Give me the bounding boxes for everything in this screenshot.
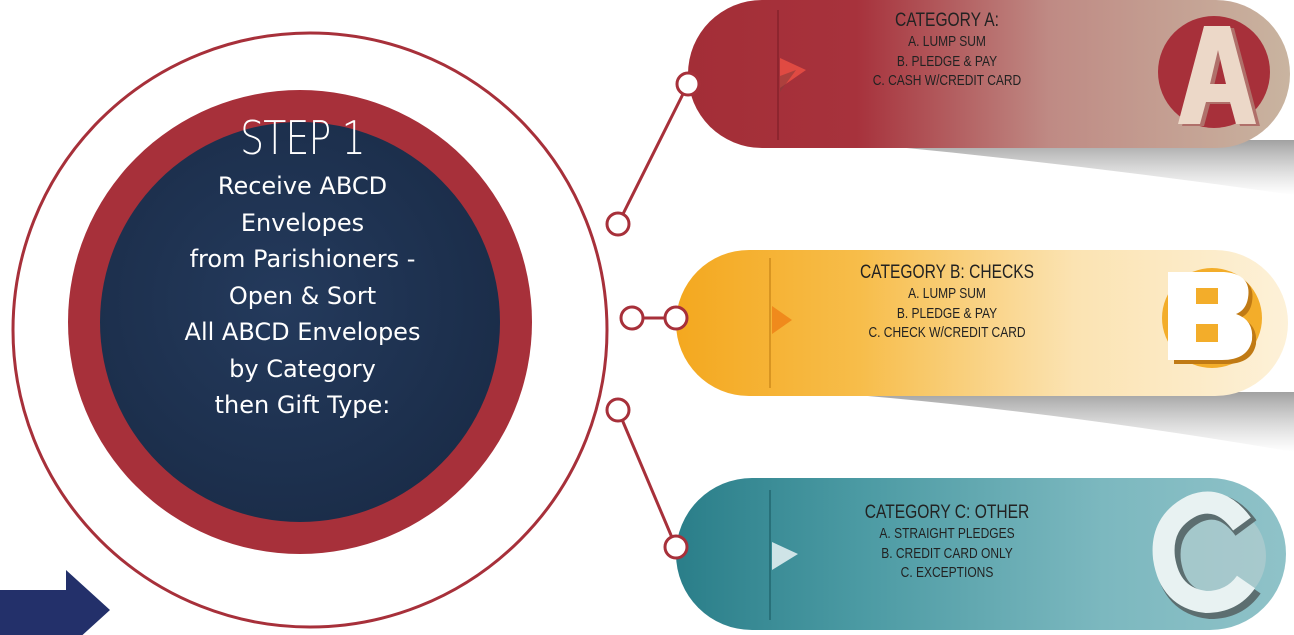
letter-b-icon [1162, 268, 1262, 368]
card-a [688, 0, 1290, 148]
card-markers [772, 58, 806, 570]
card-dividers [769, 10, 779, 620]
category-a-item-3: C. CASH W/CREDIT CARD [872, 72, 1022, 89]
category-a-title: CATEGORY A: [895, 10, 999, 31]
category-b-item-3: C. CHECK W/CREDIT CARD [868, 324, 1026, 341]
step-label: STEP 1 Receive ABCD Envelopes from Paris… [130, 108, 475, 424]
category-b-item-1: A. LUMP SUM [908, 285, 986, 302]
step-line-7: then Gift Type: [214, 391, 391, 419]
category-a-text: CATEGORY A: A. LUMP SUM B. PLEDGE & PAY … [812, 10, 1082, 91]
category-a-item-1: A. LUMP SUM [908, 33, 986, 50]
step-line-3: from Parishioners - [189, 245, 416, 273]
step-line-2: Envelopes [240, 208, 365, 237]
card-b-shadow [820, 392, 1294, 452]
letter-a-icon [1158, 16, 1270, 128]
arrow-right-icon [0, 570, 110, 635]
card-a-shadow [820, 140, 1294, 195]
card-b [676, 250, 1288, 396]
category-b-text: CATEGORY B: CHECKS A. LUMP SUM B. PLEDGE… [812, 262, 1082, 343]
category-c-item-3: C. EXCEPTIONS [900, 564, 994, 581]
category-a-item-2: B. PLEDGE & PAY [896, 52, 998, 70]
step-line-5: All ABCD Envelopes [184, 318, 421, 346]
category-c-title: CATEGORY C: OTHER [864, 502, 1030, 523]
outer-ring [11, 31, 609, 629]
category-b-title: CATEGORY B: CHECKS [859, 262, 1035, 283]
step-line-4: Open & Sort [228, 281, 377, 310]
step-line-1: Receive ABCD [217, 172, 388, 200]
center-circle [100, 122, 500, 522]
category-c-text: CATEGORY C: OTHER A. STRAIGHT PLEDGES B.… [812, 502, 1082, 583]
category-c-item-1: A. STRAIGHT PLEDGES [879, 525, 1015, 542]
step-line-6: by Category [229, 354, 376, 383]
letter-c-icon [1152, 491, 1266, 620]
step-title: STEP 1 [240, 111, 365, 165]
card-c [676, 478, 1286, 630]
connector-nodes [605, 71, 701, 560]
category-c-item-2: B. CREDIT CARD ONLY [881, 544, 1013, 562]
category-b-item-2: B. PLEDGE & PAY [896, 304, 998, 322]
